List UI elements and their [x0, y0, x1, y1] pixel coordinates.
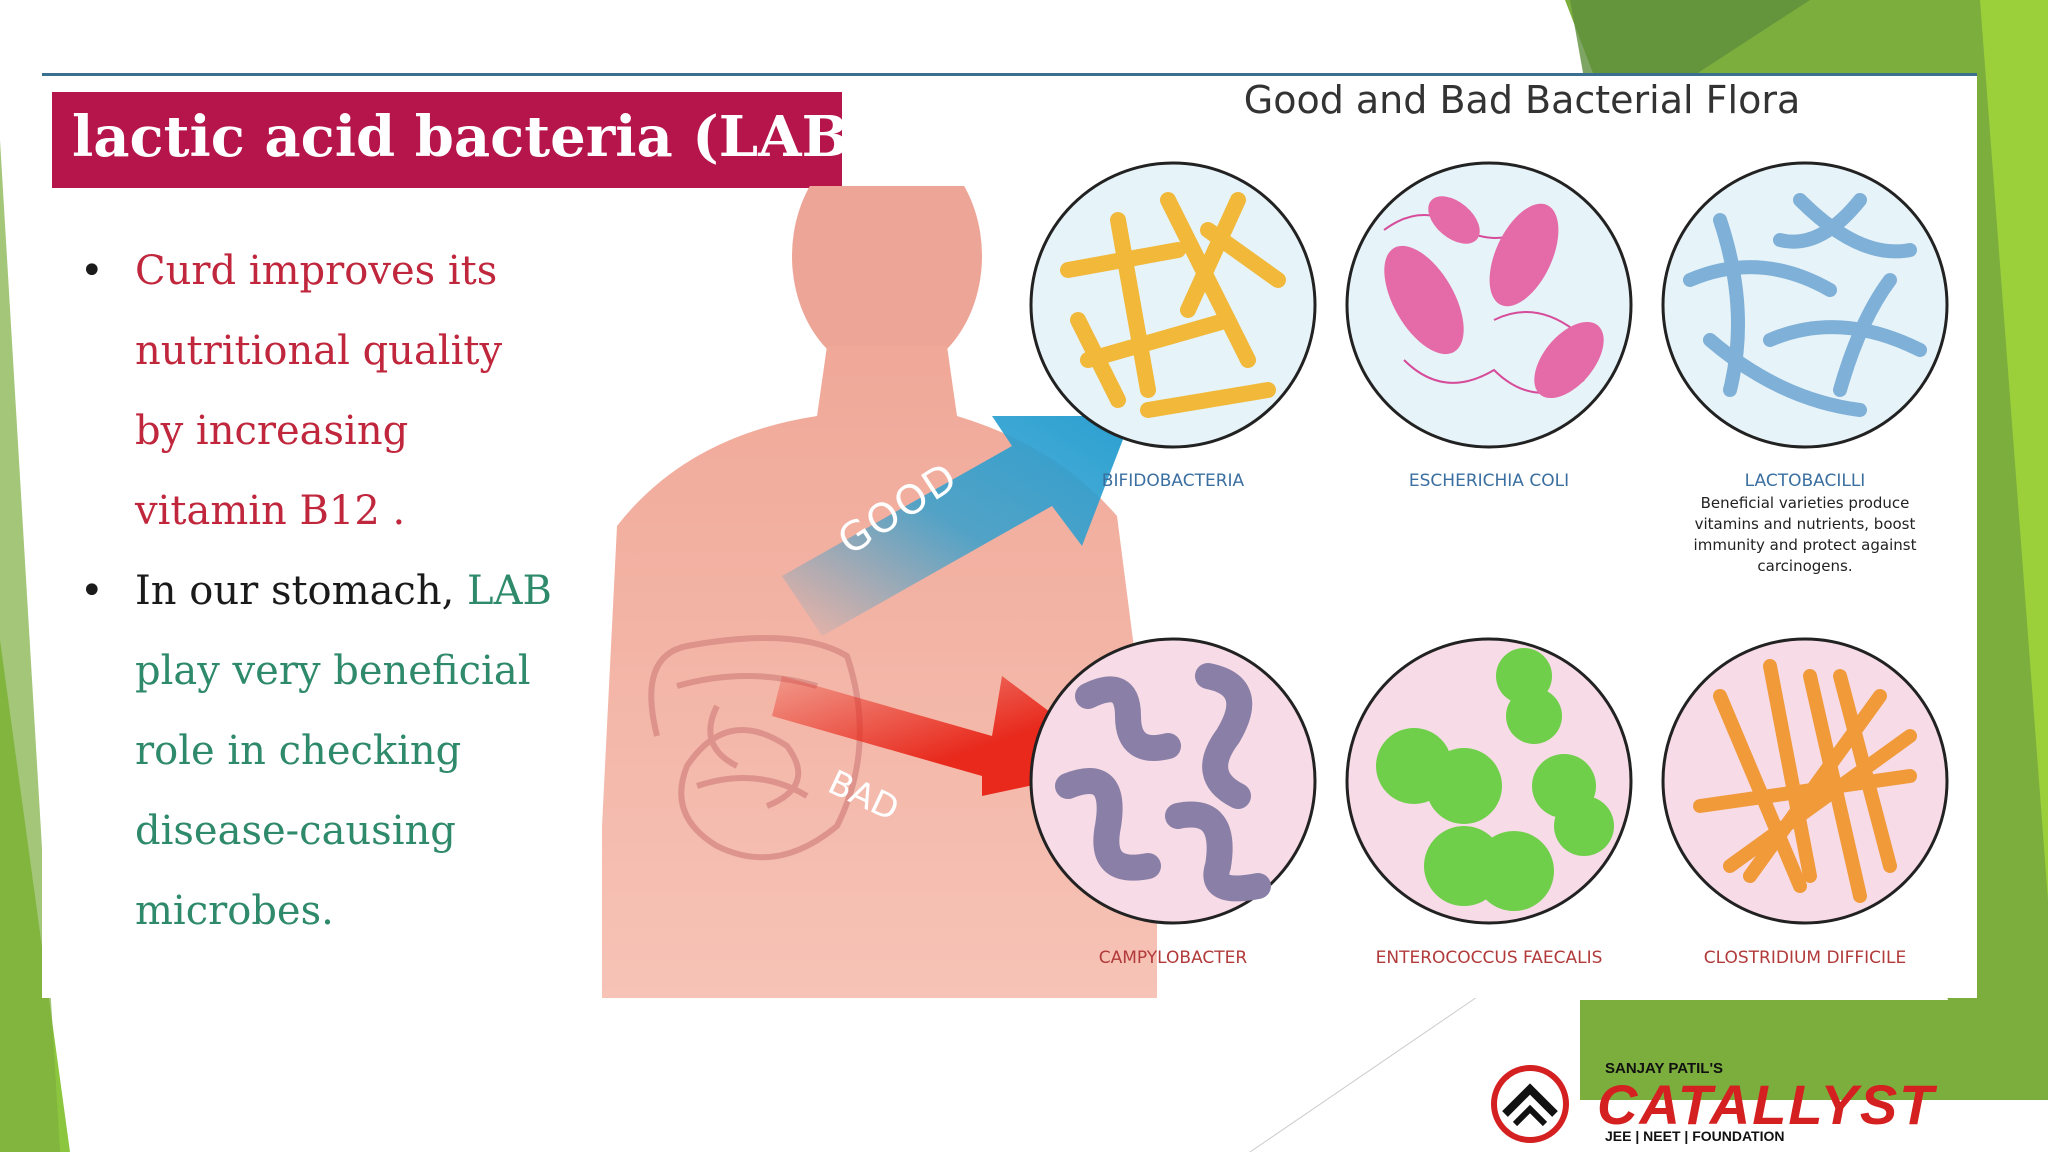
bacteria-label-escherichia-coli: ESCHERICHIA COLI — [1408, 471, 1570, 491]
bullet-highlight: LAB — [467, 568, 552, 614]
bullet-item: • In our stomach, LAB play very benefici… — [72, 551, 592, 951]
bacteria-label-lactobacilli: LACTOBACILLI — [1744, 471, 1866, 491]
bullet-line: In our stomach, — [135, 568, 455, 614]
bullet-dot: • — [80, 568, 104, 614]
bullet-line: role in checking — [135, 728, 462, 774]
figure-title: Good and Bad Bacterial Flora — [1243, 78, 1801, 122]
slide-title: lactic acid bacteria (LAB) — [72, 104, 876, 170]
yellow-rod-bacteria-icon — [1029, 161, 1317, 449]
bullet-line: microbes. — [135, 888, 334, 934]
bullet-line: Curd improves its — [135, 248, 498, 294]
bacteria-label-clostridium-difficile: CLOSTRIDIUM DIFFICILE — [1703, 948, 1907, 968]
bacteria-label-campylobacter: CAMPYLOBACTER — [1098, 948, 1248, 968]
slide-title-banner: lactic acid bacteria (LAB) — [52, 92, 875, 188]
logo-tagline: JEE | NEET | FOUNDATION — [1605, 1128, 1785, 1144]
bullet-line: nutritional quality — [135, 328, 503, 374]
bullet-item: • Curd improves its nutritional quality … — [72, 231, 592, 551]
bullet-dot: • — [80, 248, 104, 294]
bullet-list: • Curd improves its nutritional quality … — [72, 231, 592, 951]
logo-name: CATALLYST — [1597, 1073, 1936, 1136]
bullet-line: disease-causing — [135, 808, 456, 854]
logo-top-line: SANJAY PATIL'S — [1605, 1060, 1724, 1077]
purple-spiral-bacteria-icon — [1029, 637, 1317, 925]
green-coccus-bacteria-icon — [1345, 637, 1633, 925]
logo-emblem-icon — [1491, 1065, 1569, 1143]
pink-flagellated-bacteria-icon — [1345, 161, 1633, 449]
catallyst-logo: SANJAY PATIL'S CATALLYST JEE | NEET | FO… — [1485, 1052, 2025, 1147]
blue-rod-bacteria-icon — [1661, 161, 1949, 449]
bullet-line: by increasing — [135, 408, 409, 454]
good-arrow — [782, 416, 1132, 636]
slide-card: lactic acid bacteria (LAB) — [42, 73, 1977, 998]
orange-rod-bacteria-icon — [1661, 637, 1949, 925]
bacteria-label-bifidobacteria: BIFIDOBACTERIA — [1101, 471, 1245, 491]
bullet-line: vitamin B12 . — [135, 488, 406, 534]
bacteria-label-enterococcus-faecalis: ENTEROCOCCUS FAECALIS — [1375, 948, 1603, 968]
bullet-line: play very beneficial — [135, 648, 531, 694]
lactobacilli-description: Beneficial varieties produce vitamins an… — [1693, 494, 1917, 575]
